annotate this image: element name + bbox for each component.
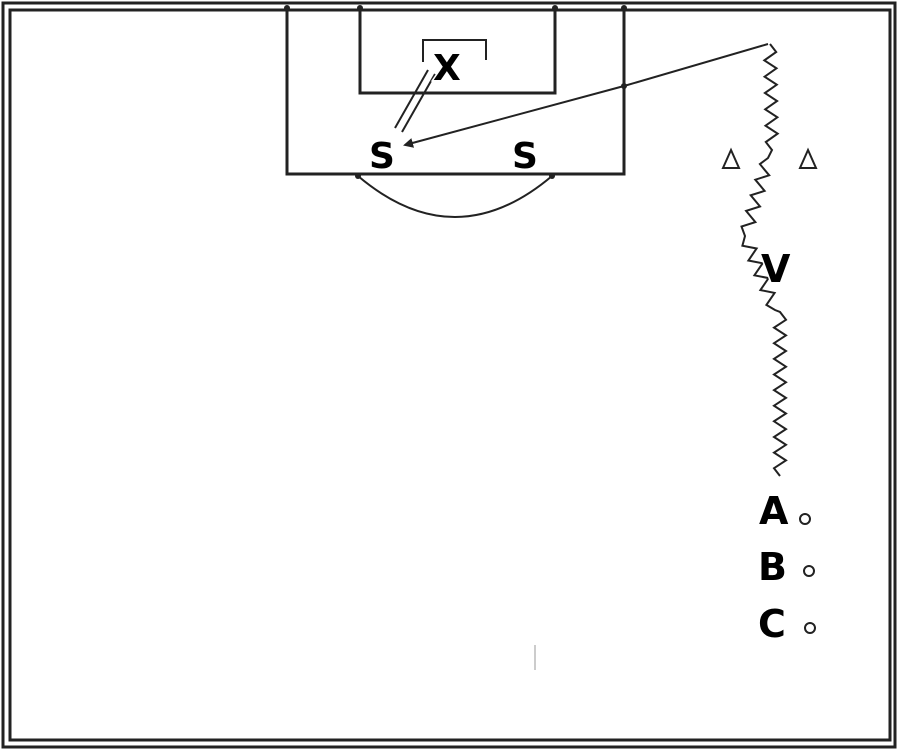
ball-icon — [803, 565, 815, 577]
corner-dot — [549, 173, 555, 179]
corner-dot — [552, 5, 558, 11]
dribble-path — [740, 43, 788, 477]
pass-arrow — [403, 43, 769, 148]
pitch-inner-border — [8, 8, 892, 742]
corner-dot — [355, 173, 361, 179]
corner-dot — [621, 5, 627, 11]
cone-icon — [798, 147, 818, 169]
penalty-area — [285, 8, 626, 176]
cone-icon — [721, 147, 741, 169]
queue-c-label: C — [758, 602, 786, 646]
goal-area — [358, 8, 557, 95]
penalty-arc — [357, 175, 553, 218]
server-right-label: S — [512, 136, 538, 177]
corner-dot — [284, 5, 290, 11]
goal-outline — [422, 39, 487, 62]
pass-line — [401, 73, 436, 133]
corner-dot — [357, 5, 363, 11]
defender-label: V — [761, 247, 791, 291]
ball-icon — [799, 513, 811, 525]
keeper-label: X — [433, 48, 461, 89]
server-left-label: S — [369, 136, 395, 177]
pass-line — [394, 69, 429, 129]
queue-a-label: A — [759, 489, 789, 533]
ball-icon — [804, 622, 816, 634]
queue-b-label: B — [758, 545, 787, 589]
